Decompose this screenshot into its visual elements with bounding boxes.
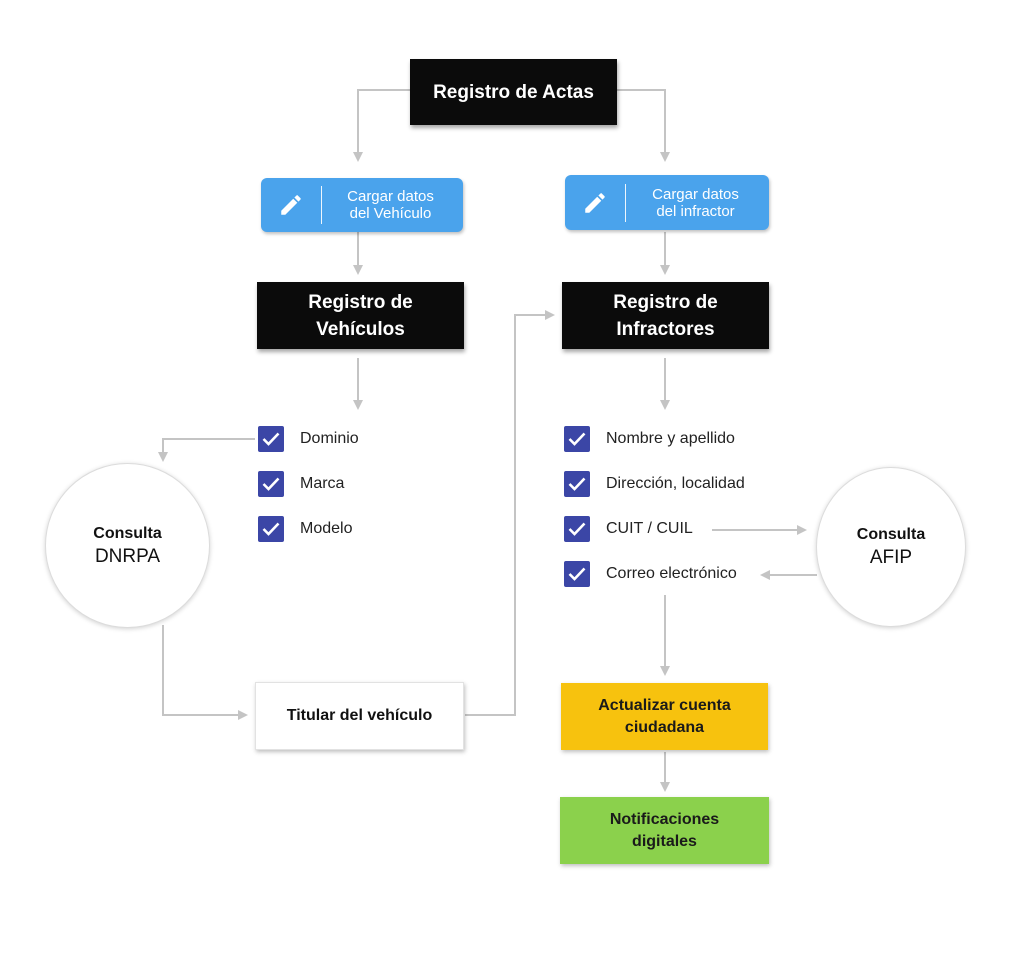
consulta-dnrpa-circle: Consulta DNRPA [45, 463, 210, 628]
check-label: Dirección, localidad [606, 475, 745, 492]
check-item-cuit: CUIT / CUIL [564, 515, 693, 543]
actualizar-line1: Actualizar cuenta [598, 696, 731, 714]
check-item-modelo: Modelo [258, 515, 352, 543]
registro-infractores-line2: Infractores [616, 318, 715, 340]
cargar-infractor-button[interactable]: Cargar datos del infractor [565, 175, 769, 230]
notificaciones-line1: Notificaciones [609, 810, 720, 828]
cargar-vehiculo-button[interactable]: Cargar datos del Vehículo [261, 178, 463, 232]
check-label: Correo electrónico [606, 565, 737, 582]
notificaciones-box: Notificaciones digitales [560, 797, 769, 864]
cargar-vehiculo-line2: del Vehículo [349, 205, 432, 222]
checkbox-checked-icon [564, 426, 590, 452]
checkbox-checked-icon [258, 516, 284, 542]
connector-dnrpa-to-titular [162, 625, 248, 720]
registro-vehiculos-box: Registro de Vehículos [257, 282, 464, 349]
separator [625, 183, 626, 222]
connector-actas-to-infractor [617, 89, 670, 162]
check-label: Marca [300, 475, 345, 492]
consulta-dnrpa-line2: DNRPA [94, 545, 161, 567]
cargar-vehiculo-line1: Cargar datos [347, 188, 434, 205]
consulta-afip-line1: Consulta [856, 526, 926, 543]
registro-actas-box: Registro de Actas [410, 59, 617, 125]
registro-vehiculos-line1: Registro de [308, 291, 413, 313]
connector-actas-to-vehiculo [353, 89, 410, 162]
consulta-afip-line2: AFIP [869, 547, 913, 568]
checkbox-checked-icon [258, 471, 284, 497]
separator [321, 186, 322, 224]
check-label: Modelo [300, 520, 353, 537]
check-item-direccion: Dirección, localidad [564, 470, 745, 498]
check-item-correo: Correo electrónico [564, 560, 737, 588]
pencil-icon [261, 192, 321, 218]
titular-vehiculo-box: Titular del vehículo [255, 682, 464, 750]
check-item-nombre: Nombre y apellido [564, 425, 735, 453]
checkbox-checked-icon [258, 426, 284, 452]
consulta-dnrpa-line1: Consulta [93, 524, 162, 542]
check-item-marca: Marca [258, 470, 344, 498]
checkbox-checked-icon [564, 471, 590, 497]
check-label: Nombre y apellido [606, 430, 735, 447]
pencil-icon [565, 190, 625, 216]
checkbox-checked-icon [564, 516, 590, 542]
cargar-infractor-line2: del infractor [656, 202, 735, 220]
connector-dominio-to-dnrpa [158, 438, 255, 462]
check-label: Dominio [300, 430, 359, 447]
check-label: CUIT / CUIL [606, 520, 693, 537]
check-item-dominio: Dominio [258, 425, 359, 453]
registro-infractores-line1: Registro de [613, 291, 718, 313]
consulta-afip-circle: Consulta AFIP [816, 467, 966, 627]
actualizar-cuenta-box: Actualizar cuenta ciudadana [561, 683, 768, 750]
registro-actas-label: Registro de Actas [433, 81, 594, 103]
checkbox-checked-icon [564, 561, 590, 587]
titular-label: Titular del vehículo [286, 707, 433, 724]
notificaciones-line2: digitales [632, 832, 697, 850]
registro-vehiculos-line2: Vehículos [316, 318, 405, 340]
actualizar-line2: ciudadana [624, 718, 705, 736]
connector-titular-to-infractores [465, 310, 555, 716]
registro-infractores-box: Registro de Infractores [562, 282, 769, 349]
cargar-infractor-line1: Cargar datos [652, 185, 739, 203]
